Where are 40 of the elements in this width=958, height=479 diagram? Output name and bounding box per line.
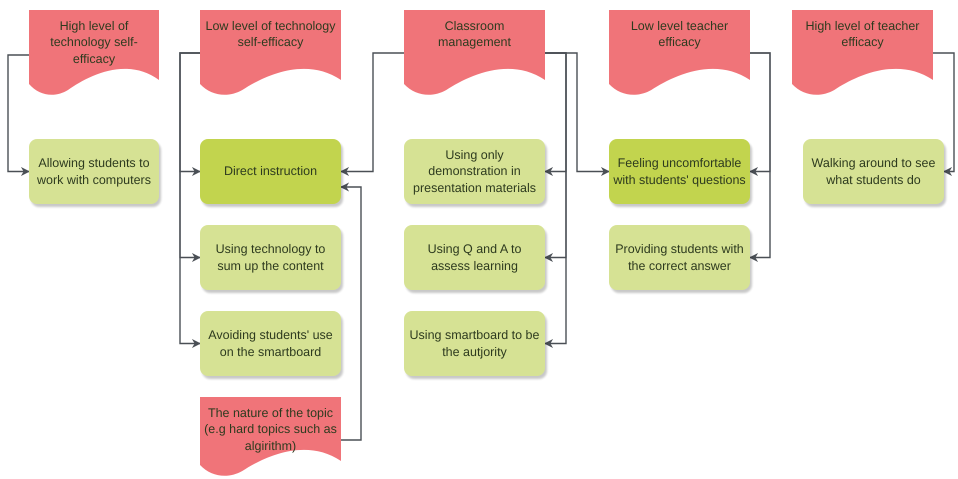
node-text: Providing students with the correct answer — [614, 241, 745, 274]
document-shape — [29, 10, 159, 96]
connector-arrow — [545, 52, 610, 176]
rounded-box — [404, 225, 545, 290]
node-text: High level of teacher efficacy — [804, 18, 920, 50]
node-text: Low level teacher efficacy — [630, 18, 730, 50]
connector-arrow — [340, 182, 362, 441]
node-text: Walking around to see what students do — [810, 155, 936, 188]
node-text: Using smartboard to be the autjority — [408, 327, 540, 360]
node-text: Using Q and A to assess learning — [426, 241, 522, 274]
connector-arrow — [933, 52, 955, 176]
node-text: Avoiding students' use on the smartboard — [207, 327, 334, 360]
node-text: Feeling uncomfortable with students' questions — [613, 155, 746, 188]
connector-arrow — [179, 52, 201, 348]
node-text: Allowing students to work with computers — [36, 155, 152, 188]
node-text: Classroom management — [437, 18, 512, 50]
rounded-box — [609, 139, 750, 204]
connector-arrow — [7, 54, 30, 176]
document-shape — [404, 10, 545, 96]
document-shape — [200, 10, 341, 96]
node-text: Low level of technology self-efficacy — [204, 18, 336, 50]
connector-arrow — [340, 52, 404, 176]
rounded-box — [803, 139, 944, 204]
node-text: Using technology to sum up the content — [214, 241, 326, 274]
document-shape — [200, 397, 341, 477]
connector-arrow — [749, 52, 771, 262]
rounded-box — [404, 311, 545, 376]
rounded-box — [200, 225, 341, 290]
document-shape — [609, 10, 750, 96]
rounded-box — [200, 311, 341, 376]
node-text: The nature of the topic (e.g hard topics such as algirithm) — [204, 405, 337, 454]
rounded-box — [200, 139, 341, 204]
node-text: Direct instruction — [224, 163, 318, 180]
node-text: Using only demonstration in presentation materials — [412, 147, 537, 196]
rounded-box — [609, 225, 750, 290]
rounded-box — [404, 139, 545, 204]
document-shape — [792, 10, 933, 96]
connector-arrow — [544, 52, 567, 348]
rounded-box — [29, 139, 159, 204]
node-text: High level of technology self-efficacy — [49, 18, 139, 67]
